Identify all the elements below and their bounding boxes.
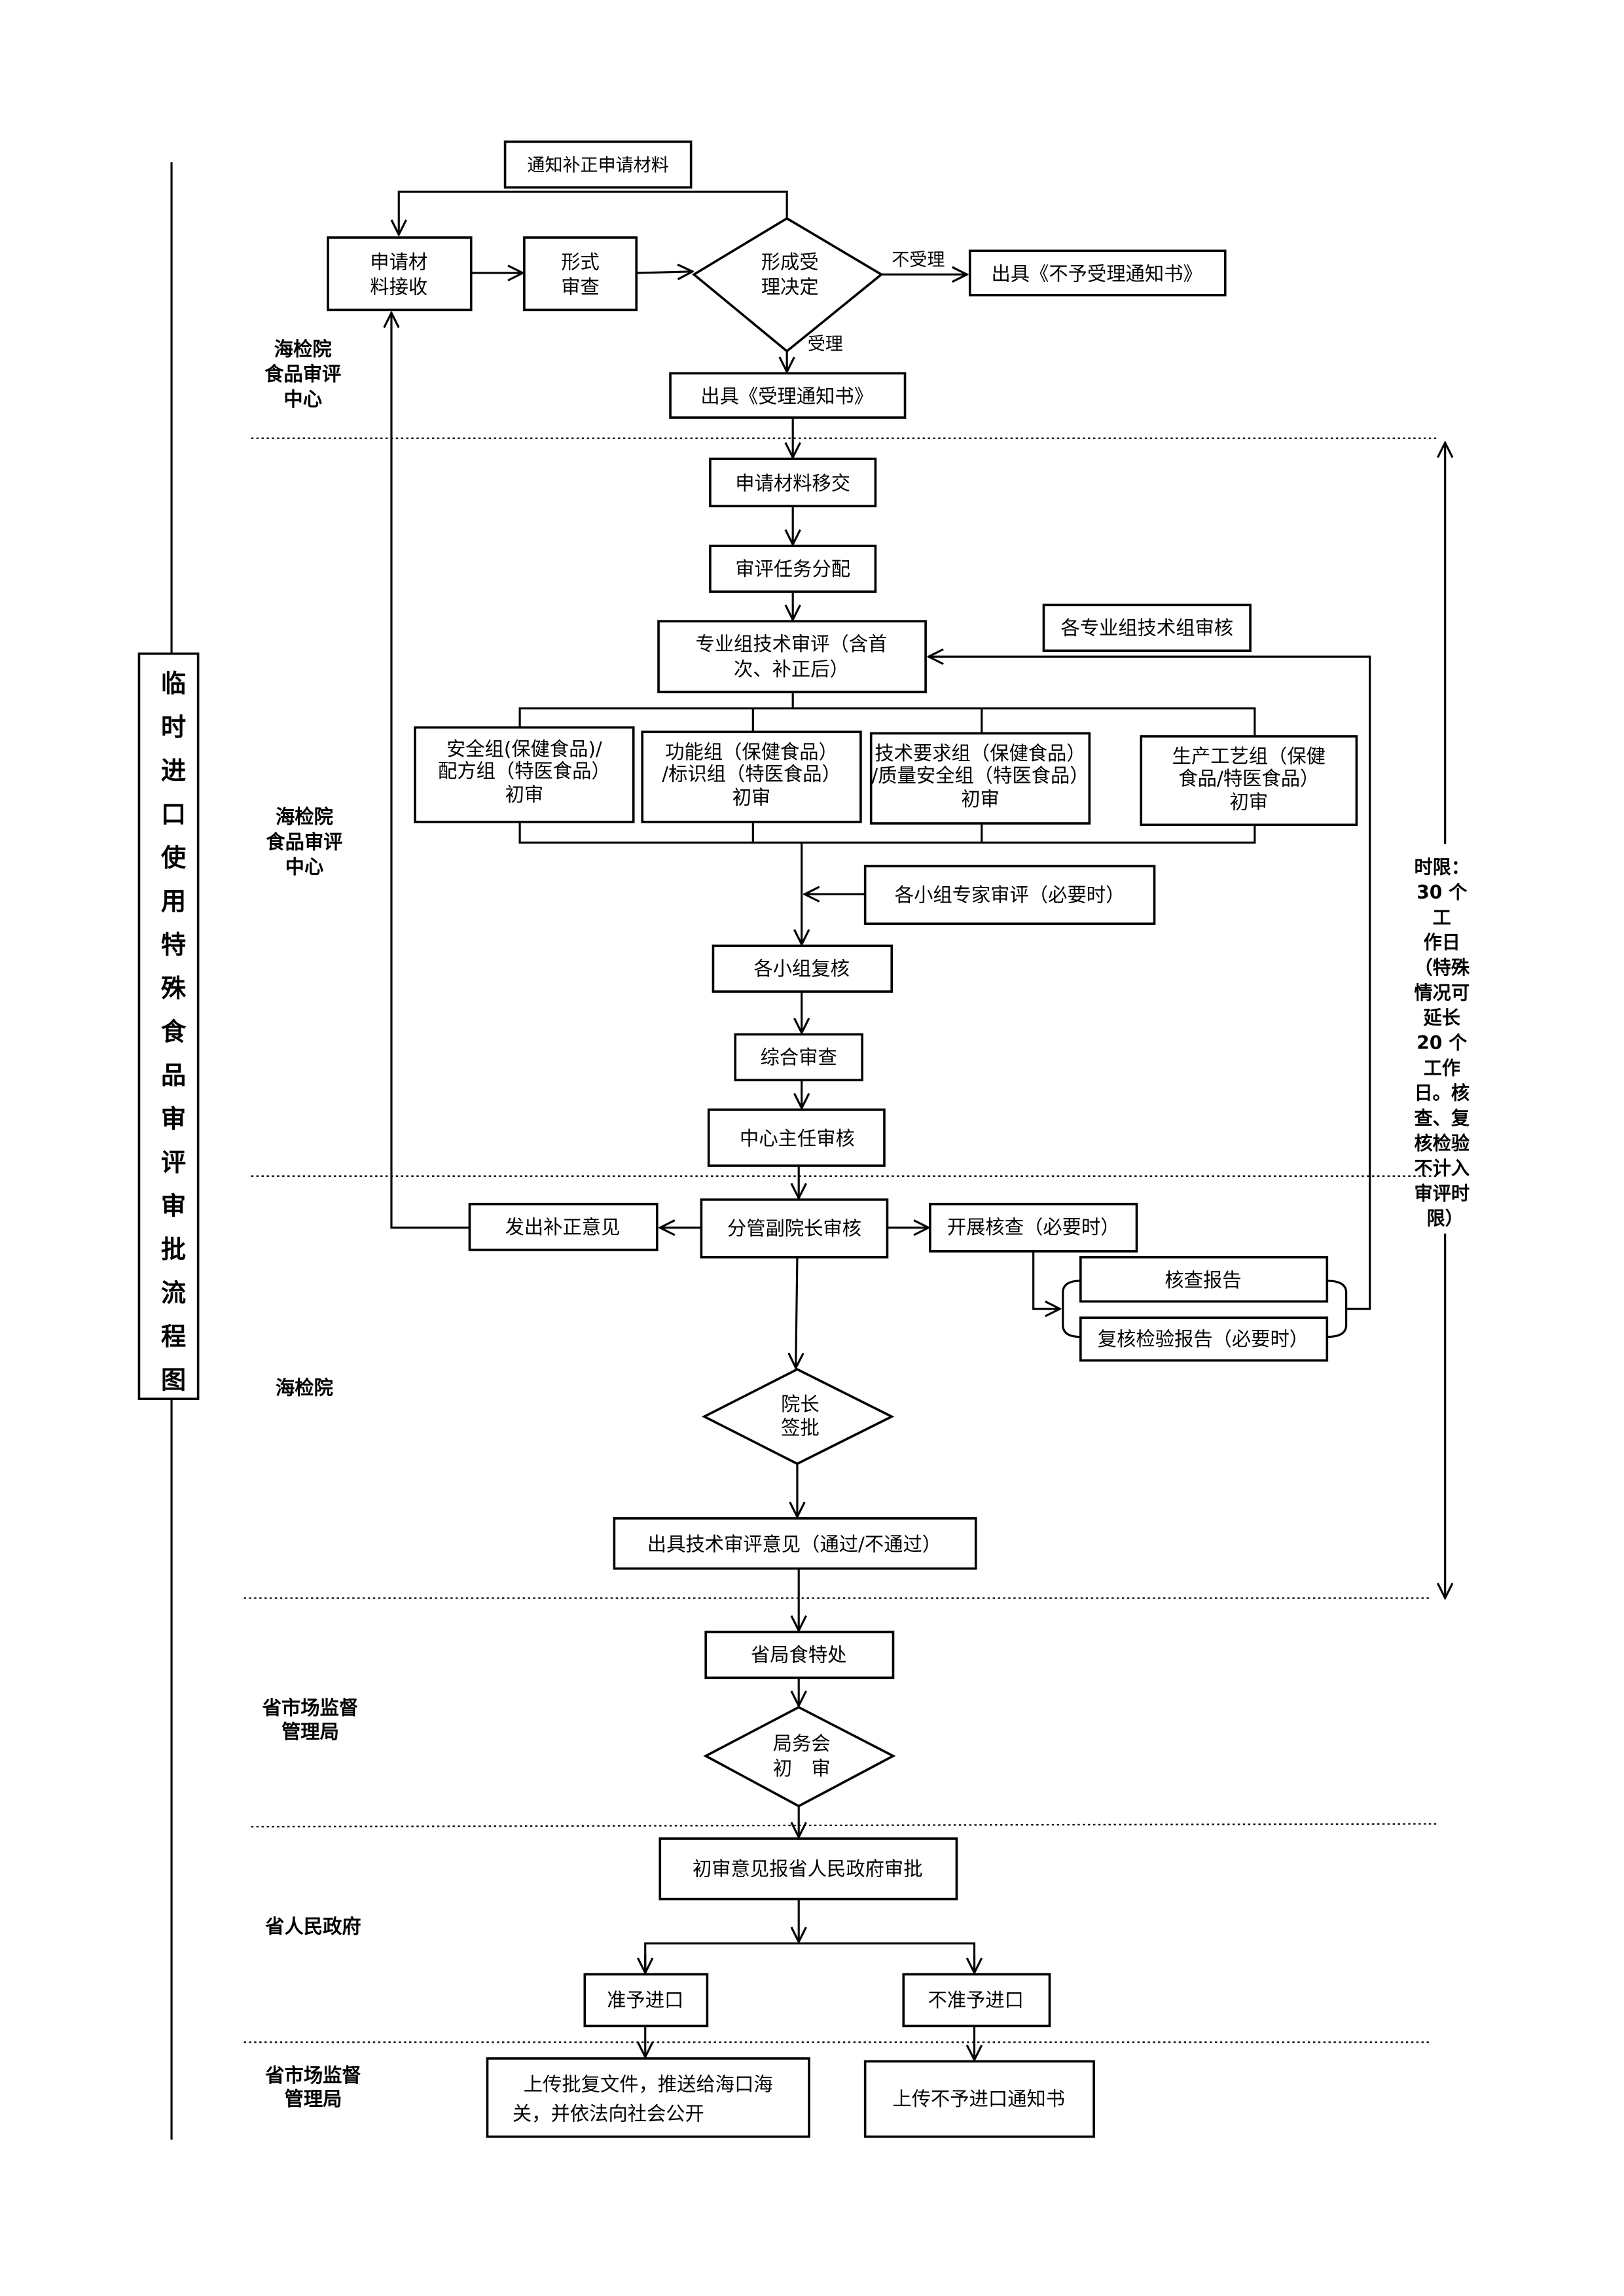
- bracket: [1062, 1280, 1081, 1338]
- connector: [796, 1257, 797, 1368]
- bus: [518, 821, 1256, 844]
- connector: [1032, 1251, 1060, 1309]
- bracket: [1327, 1280, 1348, 1338]
- accept-label: 受理: [808, 334, 843, 354]
- node-inspection-report: 核查报告: [1079, 1256, 1329, 1303]
- node-provincial-office: 省局食特处: [704, 1630, 895, 1679]
- svg-text:形式审查: 形式审查: [561, 251, 600, 298]
- reject-label: 不受理: [892, 250, 945, 270]
- connector: [399, 190, 788, 234]
- svg-text:各专业组技术组审核: 各专业组技术组审核: [1060, 617, 1233, 639]
- node-issue-supplement: 发出补正意见: [468, 1202, 659, 1251]
- svg-text:开展核查（必要时）: 开展核查（必要时）: [947, 1216, 1120, 1238]
- svg-text:初审意见报省人民政府审批: 初审意见报省人民政府审批: [693, 1857, 923, 1880]
- bus: [644, 1942, 976, 1973]
- svg-text:准予进口: 准予进口: [607, 1989, 683, 2011]
- section-label: 海检院食品审评中心: [264, 338, 341, 410]
- node-formal-review: 形式审查: [523, 236, 638, 312]
- node-reject-notice: 出具《不予受理通知书》: [968, 249, 1227, 296]
- node-president-sign: 院长签批: [701, 1368, 895, 1465]
- diagram-title: 临时进口使用特殊食品审评审批流程图: [157, 670, 187, 1410]
- section-label: 海检院: [276, 1377, 333, 1399]
- node-group-review-check: 各专业组技术组审核: [1042, 603, 1252, 653]
- svg-text:申请材料移交: 申请材料移交: [735, 472, 850, 494]
- section-label: 省市场监督管理局: [265, 2064, 361, 2110]
- connector: [391, 313, 470, 1229]
- svg-text:审评任务分配: 审评任务分配: [735, 558, 850, 580]
- svg-text:各小组专家审评（必要时）: 各小组专家审评（必要时）: [895, 884, 1125, 906]
- node-group-safety: 安全组(保健食品)/配方组（特医食品）初审: [414, 726, 635, 823]
- connector: [929, 656, 1371, 1310]
- node-bureau-meeting: 局务会初 审: [703, 1706, 896, 1808]
- node-decision: 形成受理决定: [692, 217, 884, 353]
- node-transfer: 申请材料移交: [709, 457, 877, 508]
- node-group-function: 功能组（保健食品）/标识组（特医食品）初审: [641, 730, 862, 823]
- svg-text:综合审查: 综合审查: [761, 1046, 837, 1068]
- node-group-technical: 技术要求组（保健食品）/质量安全组（特医食品）初审: [869, 732, 1091, 825]
- connector: [636, 272, 693, 273]
- svg-text:安全组(保健食品)/配方组（特医食品）初审: 安全组(保健食品)/配方组（特医食品）初审: [438, 738, 611, 806]
- node-accept-notice: 出具《受理通知书》: [669, 372, 907, 419]
- node-retest-report: 复核检验报告（必要时）: [1079, 1316, 1329, 1362]
- svg-text:发出补正意见: 发出补正意见: [505, 1216, 621, 1238]
- svg-text:功能组（保健食品）/标识组（特医食品）初审: 功能组（保健食品）/标识组（特医食品）初审: [662, 741, 841, 809]
- section-label: 海检院食品审评中心: [266, 806, 342, 878]
- svg-text:局务会初 审: 局务会初 审: [773, 1732, 831, 1780]
- section-label: 省市场监督管理局: [262, 1697, 358, 1743]
- node-tech-review: 专业组技术审评（含首次、补正后）: [657, 620, 927, 694]
- node-expert-review: 各小组专家审评（必要时）: [863, 865, 1156, 925]
- svg-text:核查报告: 核查报告: [1164, 1269, 1241, 1291]
- svg-text:上传不予进口通知书: 上传不予进口通知书: [892, 2088, 1065, 2110]
- bus: [518, 707, 1256, 736]
- svg-text:出具《不予受理通知书》: 出具《不予受理通知书》: [991, 262, 1202, 285]
- svg-text:出具技术审评意见（通过/不通过）: 出具技术审评意见（通过/不通过）: [647, 1533, 941, 1555]
- svg-text:形成受理决定: 形成受理决定: [761, 251, 819, 298]
- svg-text:生产工艺组（保健食品/特医食品）初审: 生产工艺组（保健食品/特医食品）初审: [1172, 745, 1326, 814]
- svg-text:上传批复文件，推送给海口海关，并依法向社会公开: 上传批复文件，推送给海口海关，并依法向社会公开: [513, 2073, 773, 2125]
- node-notify-supplement: 通知补正申请材料: [503, 140, 693, 189]
- svg-text:出具《受理通知书》: 出具《受理通知书》: [700, 385, 873, 407]
- node-deny: 不准予进口: [902, 1973, 1051, 2028]
- section-label: 省人民政府: [265, 1915, 361, 1937]
- title-box: [137, 652, 200, 1401]
- node-report-gov: 初审意见报省人民政府审批: [659, 1837, 958, 1901]
- node-approve: 准予进口: [583, 1973, 709, 2028]
- time-limit-text: 时限： 30 个 工 作日 （特殊 情况可 延长 20 个 工作 日。核 查、复…: [1415, 857, 1476, 1230]
- node-group-production: 生产工艺组（保健食品/特医食品）初审: [1140, 735, 1358, 827]
- svg-text:复核检验报告（必要时）: 复核检验报告（必要时）: [1098, 1328, 1308, 1350]
- svg-text:分管副院长审核: 分管副院长审核: [727, 1217, 861, 1240]
- node-assign: 审评任务分配: [709, 545, 877, 593]
- node-tech-opinion: 出具技术审评意见（通过/不通过）: [613, 1517, 977, 1570]
- svg-text:院长签批: 院长签批: [781, 1393, 820, 1439]
- node-group-recheck: 各小组复核: [712, 944, 893, 993]
- svg-text:通知补正申请材料: 通知补正申请材料: [527, 156, 668, 176]
- svg-text:申请材料接收: 申请材料接收: [370, 251, 427, 298]
- node-upload-deny: 上传不予进口通知书: [863, 2060, 1095, 2138]
- node-inspection: 开展核查（必要时）: [929, 1202, 1138, 1253]
- node-upload-approval: 上传批复文件，推送给海口海关，并依法向社会公开: [486, 2057, 810, 2138]
- node-comprehensive: 综合审查: [734, 1033, 863, 1082]
- svg-text:省局食特处: 省局食特处: [751, 1644, 846, 1666]
- separator: [251, 1823, 1439, 1828]
- node-director-review: 中心主任审核: [707, 1108, 886, 1167]
- svg-text:不准予进口: 不准予进口: [928, 1989, 1024, 2011]
- svg-text:各小组复核: 各小组复核: [753, 958, 849, 980]
- svg-text:中心主任审核: 中心主任审核: [740, 1127, 855, 1149]
- svg-text:专业组技术审评（含首次、补正后）: 专业组技术审评（含首次、补正后）: [695, 633, 887, 680]
- node-vp-review: 分管副院长审核: [700, 1198, 889, 1259]
- svg-text:技术要求组（保健食品）/质量安全组（特医食品）初审: 技术要求组（保健食品）/质量安全组（特医食品）初审: [871, 742, 1089, 810]
- node-receive: 申请材料接收: [327, 236, 473, 312]
